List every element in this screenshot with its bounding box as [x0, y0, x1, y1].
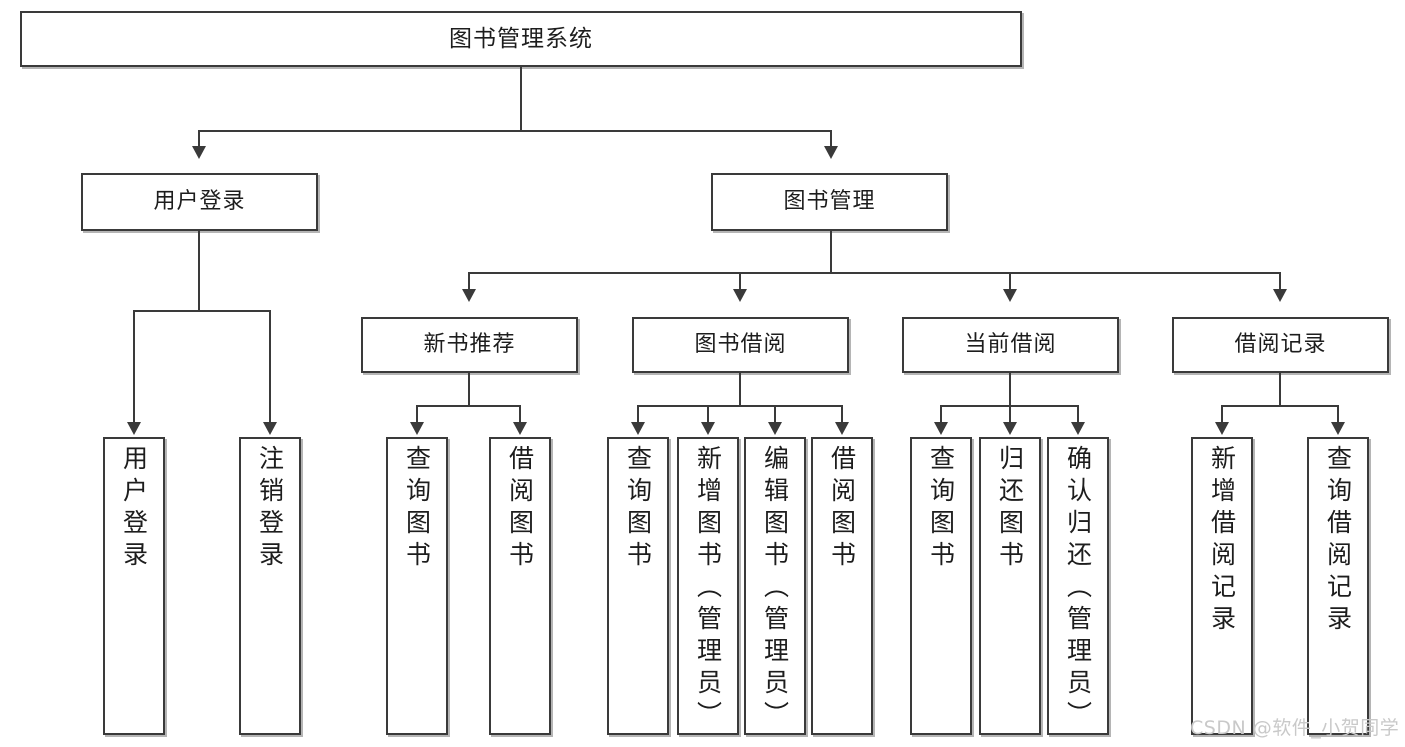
leaf-label: 查询图书: [926, 445, 956, 573]
node-current-borrow[interactable]: 当前借阅: [902, 317, 1119, 373]
arrow-to-logout-leaf: [263, 422, 277, 435]
leaf-logout[interactable]: 注销登录: [239, 437, 301, 735]
connector-user-login-drop-2: [269, 310, 271, 423]
leaf-bb-query-book[interactable]: 查询图书: [607, 437, 669, 735]
connector-level3-drop-4: [1279, 272, 1281, 290]
node-label: 图书管理系统: [449, 25, 593, 52]
leaf-nbr-query-book[interactable]: 查询图书: [386, 437, 448, 735]
node-label: 图书借阅: [694, 332, 787, 358]
node-label: 用户登录: [153, 189, 246, 215]
leaf-label: 借阅图书: [827, 445, 857, 573]
node-user-login[interactable]: 用户登录: [81, 173, 318, 231]
connector-level2-drop-right: [830, 130, 832, 147]
arrow-to-nbr-leaf-2: [513, 422, 527, 435]
leaf-cb-query-book[interactable]: 查询图书: [910, 437, 972, 735]
node-book-management[interactable]: 图书管理: [711, 173, 948, 231]
arrow-to-bb-leaf-4: [835, 422, 849, 435]
connector-nbr-drop-2: [519, 405, 521, 423]
arrow-to-book-management: [824, 146, 838, 159]
arrow-to-current-borrow: [1003, 289, 1017, 302]
connector-cb-stem: [1009, 373, 1011, 405]
connector-bb-drop-1: [637, 405, 639, 423]
connector-bb-bus: [637, 405, 843, 407]
connector-bb-drop-3: [774, 405, 776, 423]
node-root-book-management-system[interactable]: 图书管理系统: [20, 11, 1022, 67]
leaf-label: 归还图书: [995, 445, 1025, 573]
leaf-cb-confirm-return-admin[interactable]: 确认归还（管理员）: [1047, 437, 1109, 735]
arrow-to-br-leaf-2: [1331, 422, 1345, 435]
connector-br-drop-1: [1221, 405, 1223, 423]
connector-user-login-drop-1: [133, 310, 135, 423]
node-label: 新书推荐: [423, 332, 516, 358]
connector-user-login-bus: [133, 310, 270, 312]
leaf-label: 借阅图书: [505, 445, 535, 573]
node-borrow-record[interactable]: 借阅记录: [1172, 317, 1389, 373]
arrow-to-cb-leaf-2: [1003, 422, 1017, 435]
connector-book-management-stem: [830, 231, 832, 272]
leaf-bb-add-book-admin[interactable]: 新增图书（管理员）: [677, 437, 739, 735]
connector-cb-drop-2: [1009, 405, 1011, 423]
leaf-label: 新增借阅记录: [1207, 445, 1237, 637]
connector-level3-drop-3: [1009, 272, 1011, 290]
leaf-label: 用户登录: [119, 445, 149, 573]
connector-nbr-stem: [468, 373, 470, 405]
connector-user-login-stem: [198, 231, 200, 310]
leaf-label: 新增图书（管理员）: [693, 445, 723, 733]
connector-nbr-drop-1: [416, 405, 418, 423]
connector-bb-drop-2: [707, 405, 709, 423]
leaf-br-query-record[interactable]: 查询借阅记录: [1307, 437, 1369, 735]
leaf-br-add-record[interactable]: 新增借阅记录: [1191, 437, 1253, 735]
leaf-nbr-borrow-book[interactable]: 借阅图书: [489, 437, 551, 735]
leaf-label: 查询图书: [402, 445, 432, 573]
arrow-to-book-borrow: [733, 289, 747, 302]
leaf-label: 注销登录: [255, 445, 285, 573]
connector-bb-stem: [739, 373, 741, 405]
connector-level2-drop-left: [198, 130, 200, 147]
node-label: 图书管理: [783, 189, 876, 215]
arrow-to-borrow-record: [1273, 289, 1287, 302]
arrow-to-cb-leaf-3: [1071, 422, 1085, 435]
arrow-to-bb-leaf-1: [631, 422, 645, 435]
connector-br-bus: [1221, 405, 1339, 407]
connector-level3-drop-2: [739, 272, 741, 290]
connector-level3-bus: [468, 272, 1280, 274]
connector-bb-drop-4: [841, 405, 843, 423]
connector-cb-drop-1: [940, 405, 942, 423]
connector-nbr-bus: [416, 405, 521, 407]
connector-cb-drop-3: [1077, 405, 1079, 423]
arrow-to-bb-leaf-3: [768, 422, 782, 435]
arrow-to-br-leaf-1: [1215, 422, 1229, 435]
leaf-label: 确认归还（管理员）: [1063, 445, 1093, 733]
arrow-to-user-login-leaf: [127, 422, 141, 435]
leaf-cb-return-book[interactable]: 归还图书: [979, 437, 1041, 735]
connector-level3-drop-1: [468, 272, 470, 290]
connector-br-drop-2: [1337, 405, 1339, 423]
leaf-label: 查询图书: [623, 445, 653, 573]
arrow-to-nbr-leaf-1: [410, 422, 424, 435]
leaf-bb-borrow-book[interactable]: 借阅图书: [811, 437, 873, 735]
arrow-to-new-book-recommend: [462, 289, 476, 302]
node-book-borrow[interactable]: 图书借阅: [632, 317, 849, 373]
leaf-user-login[interactable]: 用户登录: [103, 437, 165, 735]
node-new-book-recommend[interactable]: 新书推荐: [361, 317, 578, 373]
leaf-label: 编辑图书（管理员）: [760, 445, 790, 733]
leaf-label: 查询借阅记录: [1323, 445, 1353, 637]
connector-level2-bus: [198, 130, 832, 132]
node-label: 借阅记录: [1234, 332, 1327, 358]
connector-br-stem: [1279, 373, 1281, 405]
connector-root-stem: [520, 67, 522, 130]
arrow-to-user-login: [192, 146, 206, 159]
arrow-to-cb-leaf-1: [934, 422, 948, 435]
node-label: 当前借阅: [964, 332, 1057, 358]
arrow-to-bb-leaf-2: [701, 422, 715, 435]
leaf-bb-edit-book-admin[interactable]: 编辑图书（管理员）: [744, 437, 806, 735]
